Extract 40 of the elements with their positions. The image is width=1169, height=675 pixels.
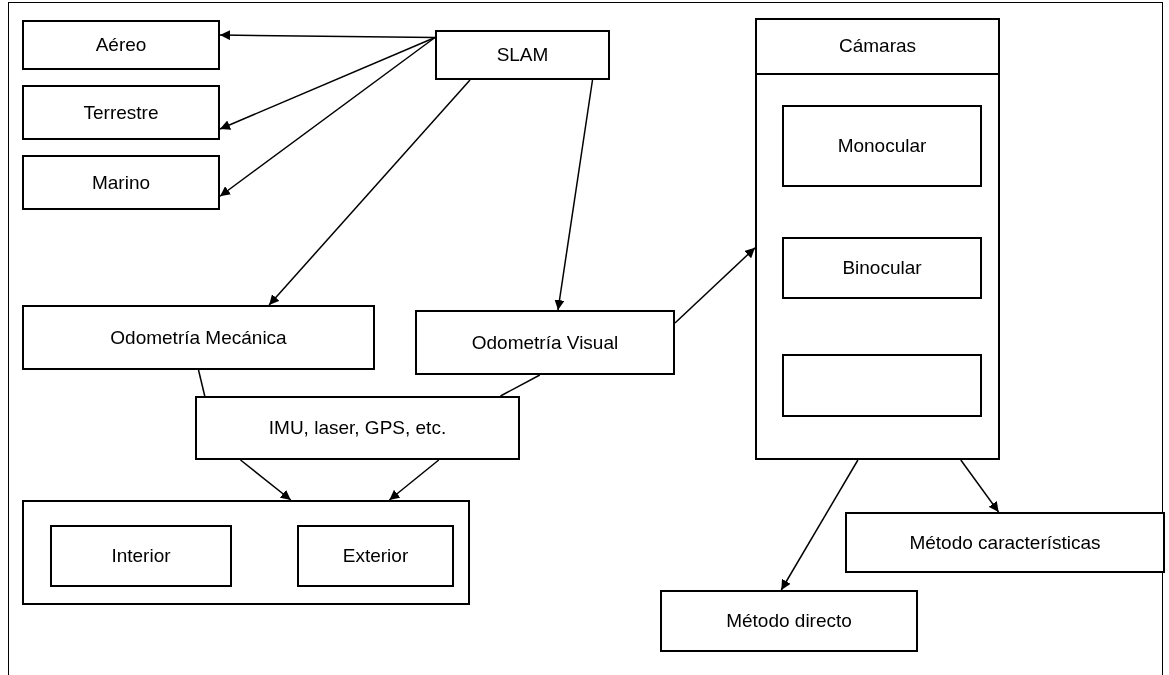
- box-label: Método directo: [726, 609, 852, 633]
- process-box: [22, 85, 220, 140]
- box-label: Marino: [91, 170, 151, 195]
- process-box: [50, 525, 232, 587]
- box-label: Binocular: [842, 256, 922, 280]
- group-box: [22, 500, 470, 605]
- process-box: [845, 512, 1165, 573]
- process-box: [22, 305, 375, 370]
- arrow: [674, 247, 756, 324]
- process-box: [297, 525, 454, 587]
- process-box: [415, 310, 675, 375]
- arrow: [219, 36, 436, 197]
- box-label: Odometría Visual: [471, 330, 619, 355]
- arrow: [219, 30, 436, 41]
- process-box: [435, 30, 610, 80]
- process-box: [782, 237, 982, 299]
- box-label: Interior: [111, 544, 171, 568]
- process-box: [782, 105, 982, 187]
- arrow: [780, 459, 859, 591]
- arrow: [388, 459, 440, 501]
- box-label: Método características: [909, 530, 1101, 555]
- process-box: [782, 354, 982, 417]
- box-title: Cámaras: [838, 34, 917, 59]
- arrow: [554, 79, 594, 311]
- box-label: IMU, laser, GPS, etc.: [268, 416, 447, 440]
- box-label: Terrestre: [83, 100, 159, 125]
- process-box: [660, 590, 918, 652]
- arrow: [960, 459, 1000, 513]
- process-box: [195, 396, 520, 460]
- box-label: SLAM: [496, 43, 549, 67]
- box-label: Aéreo: [95, 33, 147, 57]
- arrow: [239, 459, 292, 501]
- process-box: [22, 20, 220, 70]
- arrow: [268, 79, 471, 306]
- arrow: [219, 36, 436, 130]
- process-box: [22, 155, 220, 210]
- box-label: Exterior: [342, 544, 409, 568]
- box-label: Odometría Mecánica: [110, 325, 287, 350]
- group-box: [755, 18, 1000, 460]
- box-label: Monocular: [837, 134, 927, 158]
